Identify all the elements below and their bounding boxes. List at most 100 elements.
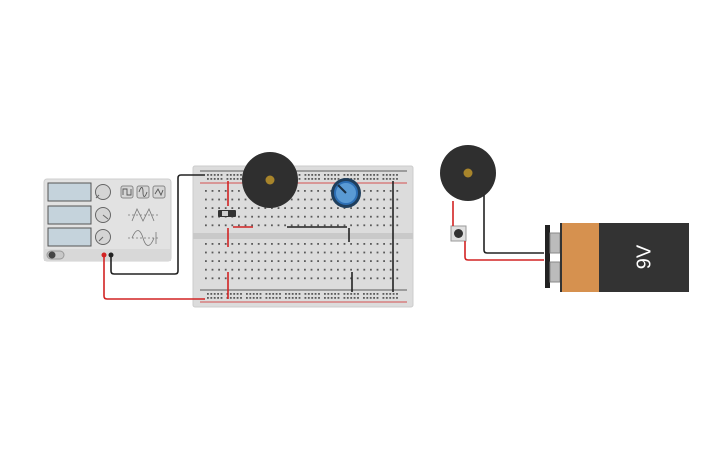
breadboard-hole[interactable]: [233, 293, 236, 295]
breadboard-hole[interactable]: [297, 198, 300, 201]
breadboard-hole[interactable]: [330, 293, 333, 295]
red-battery-wire[interactable]: [464, 241, 544, 261]
breadboard-hole[interactable]: [231, 268, 234, 271]
breadboard-hole[interactable]: [310, 260, 313, 262]
breadboard-hole[interactable]: [207, 297, 209, 299]
breadboard-hole[interactable]: [251, 260, 253, 262]
breadboard-hole[interactable]: [334, 293, 336, 295]
breadboard-hole[interactable]: [376, 251, 379, 254]
breadboard-hole[interactable]: [207, 174, 209, 176]
breadboard-hole[interactable]: [330, 224, 333, 227]
breadboard-hole[interactable]: [383, 268, 385, 271]
breadboard-hole[interactable]: [330, 268, 333, 271]
breadboard-hole[interactable]: [350, 297, 353, 299]
breadboard-hole[interactable]: [238, 260, 240, 262]
breadboard-hole[interactable]: [211, 224, 214, 227]
breadboard-hole[interactable]: [389, 178, 392, 180]
breadboard-hole[interactable]: [218, 224, 220, 227]
breadboard-hole[interactable]: [366, 293, 369, 295]
breadboard-hole[interactable]: [318, 297, 320, 299]
breadboard-hole[interactable]: [324, 174, 326, 176]
breadboard-hole[interactable]: [310, 190, 313, 192]
breadboard-hole[interactable]: [295, 297, 297, 299]
breadboard-hole[interactable]: [251, 251, 253, 254]
breadboard-hole[interactable]: [218, 277, 220, 280]
breadboard-hole[interactable]: [210, 297, 213, 299]
breadboard-hole[interactable]: [366, 174, 369, 176]
frequency-knob[interactable]: [95, 184, 111, 200]
breadboard-hole[interactable]: [256, 293, 258, 295]
breadboard-hole[interactable]: [383, 215, 385, 218]
breadboard-hole[interactable]: [217, 293, 219, 295]
breadboard-hole[interactable]: [369, 293, 372, 295]
breadboard-hole[interactable]: [271, 207, 273, 209]
breadboard-hole[interactable]: [373, 297, 375, 299]
breadboard-hole[interactable]: [298, 293, 301, 295]
breadboard-hole[interactable]: [389, 243, 392, 245]
breadboard-hole[interactable]: [240, 293, 242, 295]
breadboard-hole[interactable]: [277, 251, 280, 254]
breadboard-hole[interactable]: [376, 207, 379, 209]
breadboard-hole[interactable]: [205, 277, 207, 280]
breadboard-hole[interactable]: [218, 260, 220, 262]
breadboard-hole[interactable]: [383, 198, 385, 201]
breadboard-hole[interactable]: [373, 174, 375, 176]
breadboard-hole[interactable]: [231, 190, 234, 192]
breadboard-hole[interactable]: [389, 224, 392, 227]
slide-switch-knob[interactable]: [222, 211, 228, 216]
breadboard-hole[interactable]: [257, 215, 260, 218]
breadboard-hole[interactable]: [343, 297, 346, 299]
breadboard-hole[interactable]: [370, 198, 372, 201]
breadboard-hole[interactable]: [383, 207, 385, 209]
breadboard-hole[interactable]: [376, 224, 379, 227]
breadboard-hole[interactable]: [205, 207, 207, 209]
breadboard-hole[interactable]: [304, 251, 306, 254]
breadboard-hole[interactable]: [233, 178, 236, 180]
breadboard-hole[interactable]: [290, 260, 293, 262]
breadboard-hole[interactable]: [284, 243, 286, 245]
breadboard-hole[interactable]: [307, 297, 310, 299]
breadboard-hole[interactable]: [396, 215, 399, 218]
breadboard-hole[interactable]: [231, 260, 234, 262]
breadboard-hole[interactable]: [317, 190, 319, 192]
breadboard-hole[interactable]: [385, 178, 388, 180]
breadboard-hole[interactable]: [224, 198, 227, 201]
breadboard-hole[interactable]: [220, 297, 223, 299]
breadboard-hole[interactable]: [350, 243, 352, 245]
battery-terminal-positive[interactable]: [549, 261, 561, 283]
breadboard-hole[interactable]: [370, 277, 372, 280]
breadboard-hole[interactable]: [318, 293, 320, 295]
breadboard-hole[interactable]: [323, 215, 326, 218]
breadboard-hole[interactable]: [256, 297, 258, 299]
breadboard-hole[interactable]: [252, 293, 255, 295]
breadboard-hole[interactable]: [330, 215, 333, 218]
breadboard-hole[interactable]: [363, 207, 366, 209]
breadboard-hole[interactable]: [288, 297, 291, 299]
breadboard-hole[interactable]: [363, 224, 366, 227]
breadboard-hole[interactable]: [376, 190, 379, 192]
breadboard-hole[interactable]: [304, 207, 306, 209]
breadboard-hole[interactable]: [310, 268, 313, 271]
breadboard-hole[interactable]: [357, 293, 359, 295]
breadboard-hole[interactable]: [330, 260, 333, 262]
breadboard-hole[interactable]: [392, 178, 395, 180]
breadboard-hole[interactable]: [389, 277, 392, 280]
breadboard-hole[interactable]: [233, 174, 236, 176]
breadboard-hole[interactable]: [307, 178, 310, 180]
breadboard-hole[interactable]: [288, 293, 291, 295]
breadboard-hole[interactable]: [297, 277, 300, 280]
function-generator[interactable]: [43, 178, 172, 262]
breadboard-hole[interactable]: [264, 277, 267, 280]
breadboard-hole[interactable]: [207, 293, 209, 295]
breadboard-hole[interactable]: [277, 260, 280, 262]
breadboard-hole[interactable]: [224, 243, 227, 245]
breadboard-hole[interactable]: [279, 293, 281, 295]
breadboard-hole[interactable]: [238, 198, 240, 201]
breadboard-hole[interactable]: [363, 293, 365, 295]
breadboard-hole[interactable]: [307, 174, 310, 176]
breadboard-hole[interactable]: [297, 268, 300, 271]
breadboard-hole[interactable]: [318, 174, 320, 176]
breadboard-hole[interactable]: [337, 178, 340, 180]
breadboard-hole[interactable]: [366, 297, 369, 299]
breadboard-hole[interactable]: [304, 293, 307, 295]
